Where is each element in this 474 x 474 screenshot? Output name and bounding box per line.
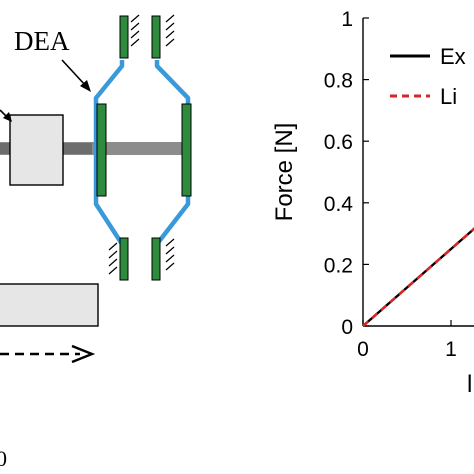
shaft-dark-segment: [0, 143, 14, 154]
shaft-dark-segment-2: [62, 143, 92, 154]
series-line-ex: [362, 227, 474, 327]
x-tick-label: 0: [357, 338, 369, 361]
actuator-pointer-arrow: [0, 109, 12, 122]
legend: Ex Li: [390, 44, 466, 109]
x-axis-label: l: [467, 371, 472, 398]
electrode-mid-right: [181, 103, 192, 197]
displacement-arrow: [0, 344, 96, 364]
y-tick-label: 0.2: [324, 254, 353, 277]
y-tick-label: 0.6: [324, 131, 353, 154]
y-tick-label: 0: [341, 316, 353, 339]
wall-hatch-bottom: [108, 238, 175, 275]
dea-pointer-arrow: [61, 59, 91, 92]
lower-bar: [0, 283, 99, 327]
y-axis-label: Force [N]: [271, 123, 298, 222]
dea-label: DEA: [14, 26, 70, 56]
y-tick-label: 0.8: [324, 70, 353, 93]
actuator-box: [9, 114, 64, 186]
dea-diagram: DEA 0: [0, 14, 192, 471]
electrode-top-right: [151, 15, 161, 59]
legend-label-ex: Ex: [440, 44, 466, 69]
y-tick-group: 0 0.2 0.4 0.6 0.8 1: [324, 8, 369, 339]
wall-hatch-top: [130, 14, 175, 47]
electrode-bottom-left: [119, 237, 129, 281]
y-tick-label: 1: [341, 8, 353, 31]
electrode-bottom-right: [151, 237, 161, 281]
series-line-li: [362, 227, 474, 327]
bottom-partial-label: 0: [0, 446, 7, 471]
x-tick-label: 1: [445, 338, 457, 361]
electrode-mid-left: [96, 103, 107, 197]
electrode-top-left: [119, 15, 129, 59]
y-tick-label: 0.4: [324, 193, 354, 216]
series-group: [362, 227, 474, 327]
force-chart: 0 0.2 0.4 0.6 0.8 1 0 1 Force [N] l Ex Li: [271, 8, 474, 398]
legend-label-li: Li: [440, 84, 457, 109]
